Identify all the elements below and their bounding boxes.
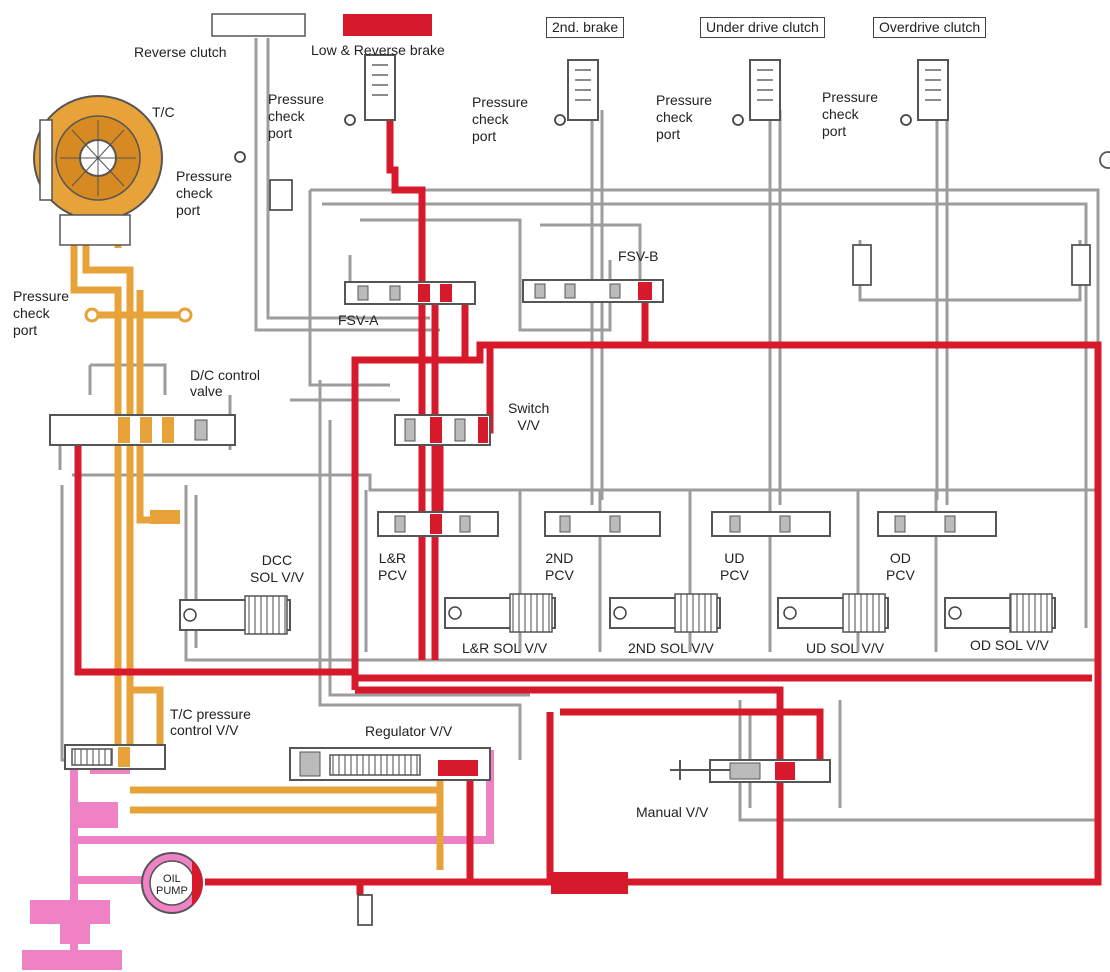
dcc-sol-valve-label: DCC SOL V/V	[250, 552, 304, 585]
overdrive-clutch-label: Overdrive clutch	[873, 17, 987, 38]
tc-pressure-control-valve-label: T/C pressure control V/V	[170, 706, 251, 738]
low-reverse-brake-label: Low & Reverse brake	[311, 42, 445, 58]
second-brake-label: 2nd. brake	[546, 17, 625, 38]
drain-passages	[58, 38, 1100, 822]
valve-spool-gray	[194, 283, 956, 780]
valve-spool-orange	[118, 417, 180, 767]
underdrive-clutch-label: Under drive clutch	[700, 17, 825, 38]
manual-valve-lever	[670, 760, 730, 780]
fsv-b-label: FSV-B	[618, 248, 659, 264]
reverse-clutch-box	[211, 13, 306, 37]
oil-pump-label: OIL PUMP	[156, 873, 188, 897]
second-sol-valve-label: 2ND SOL V/V	[628, 640, 714, 656]
solenoid-coils	[71, 593, 1053, 776]
lr-pcv-label: L&R PCV	[378, 550, 407, 583]
lr-sol-valve-label: L&R SOL V/V	[462, 640, 548, 656]
inline-pressure-check-ports	[269, 151, 1110, 926]
ud-pcv-label: UD PCV	[720, 550, 749, 583]
line-pressure-lines	[74, 100, 1102, 895]
second-pcv-label: 2ND PCV	[545, 550, 574, 583]
dc-control-valve-label: D/C control valve	[190, 367, 261, 399]
pressure-check-port-icons	[234, 114, 912, 163]
pressure-check-port-label-4: Pressure check port	[822, 89, 879, 139]
pressure-check-port-label-6: Pressure check port	[13, 288, 70, 338]
pressure-check-port-label-1: Pressure check port	[268, 91, 325, 141]
od-sol-valve-label: OD SOL V/V	[970, 637, 1049, 653]
oil-strainer	[22, 802, 122, 970]
switch-valve-label: Switch V/V	[508, 400, 550, 433]
torque-converter-label: T/C	[152, 104, 175, 120]
accumulator-springs	[372, 64, 941, 101]
torque-converter	[33, 95, 163, 246]
solenoid-ball-checks	[183, 606, 962, 622]
fsv-a-label: FSV-A	[338, 312, 379, 328]
od-pcv-label: OD PCV	[886, 550, 915, 583]
pressure-check-port-tc-left	[84, 307, 100, 323]
low-reverse-brake-red-feed	[343, 14, 432, 36]
ud-sol-valve-label: UD SOL V/V	[806, 640, 885, 656]
pressure-check-port-label-3: Pressure check port	[656, 92, 713, 142]
pressure-check-port-label-2: Pressure check port	[472, 94, 529, 144]
pressure-check-port-tc-right	[177, 307, 193, 323]
regulator-valve-label: Regulator V/V	[365, 723, 453, 739]
valve-spool-red	[418, 282, 795, 780]
manual-valve-label: Manual V/V	[636, 804, 709, 820]
reverse-clutch-label: Reverse clutch	[134, 44, 227, 60]
oil-pump	[141, 852, 203, 914]
line-filter	[551, 872, 628, 894]
pressure-check-port-label-5: Pressure check port	[176, 168, 233, 218]
